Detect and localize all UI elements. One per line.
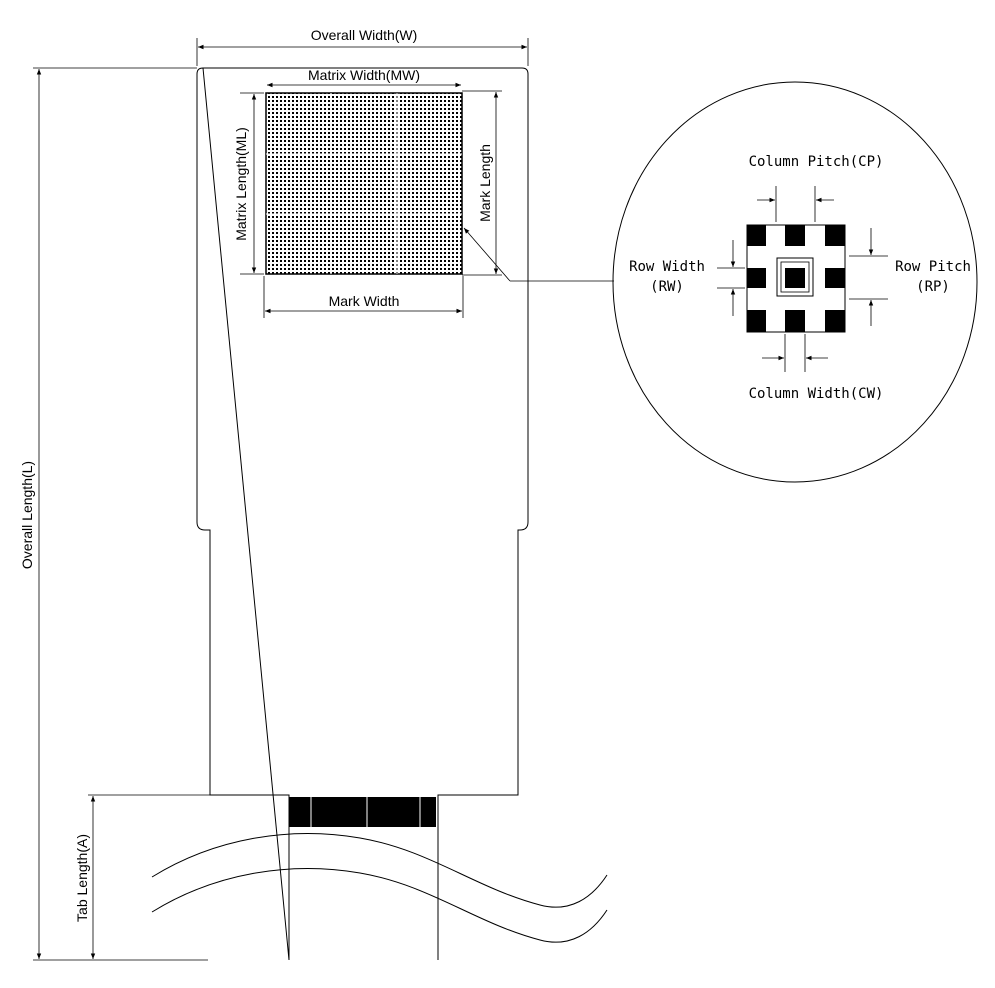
matrix-length-label: Matrix Length(ML) — [233, 127, 249, 241]
dim-overall-length: Overall Length(L) — [19, 67, 208, 961]
row-pitch-abbr: (RP) — [916, 279, 950, 295]
dim-row-pitch: Row Pitch (RP) — [849, 228, 971, 326]
break-line-lower — [151, 868, 608, 943]
column-pitch-label: Column Pitch(CP) — [749, 154, 884, 170]
dim-tab-length: Tab Length(A) — [74, 794, 210, 959]
tab-length-label: Tab Length(A) — [74, 834, 90, 922]
matrix-width-label: Matrix Width(MW) — [308, 67, 420, 83]
dim-mark-width: Mark Width — [263, 276, 464, 318]
dim-matrix-length: Matrix Length(ML) — [233, 92, 264, 275]
overall-length-label: Overall Length(L) — [19, 461, 35, 569]
detail-circle — [612, 81, 978, 483]
dim-mark-length: Mark Length — [462, 90, 502, 276]
detail-leader — [463, 227, 614, 282]
dim-matrix-width: Matrix Width(MW) — [267, 67, 461, 88]
row-width-abbr: (RW) — [650, 279, 684, 295]
data-matrix — [265, 92, 463, 275]
overall-width-label: Overall Width(W) — [311, 27, 418, 43]
dim-column-width: Column Width(CW) — [749, 334, 884, 402]
detail-view: Column Pitch(CP) Column Width(CW) Row Wi… — [612, 81, 978, 483]
tab-connector-band — [289, 797, 436, 827]
dim-row-width: Row Width (RW) — [629, 240, 745, 316]
mark-length-label: Mark Length — [477, 144, 493, 222]
detail-checker-pattern — [746, 224, 846, 333]
row-pitch-label: Row Pitch — [895, 259, 971, 275]
row-width-label: Row Width — [629, 259, 705, 275]
column-width-label: Column Width(CW) — [749, 386, 884, 402]
label-body-outline — [196, 67, 529, 961]
dim-column-pitch: Column Pitch(CP) — [749, 154, 884, 222]
mark-width-label: Mark Width — [329, 293, 400, 309]
break-line-upper — [151, 833, 608, 908]
dim-overall-width: Overall Width(W) — [196, 27, 529, 66]
